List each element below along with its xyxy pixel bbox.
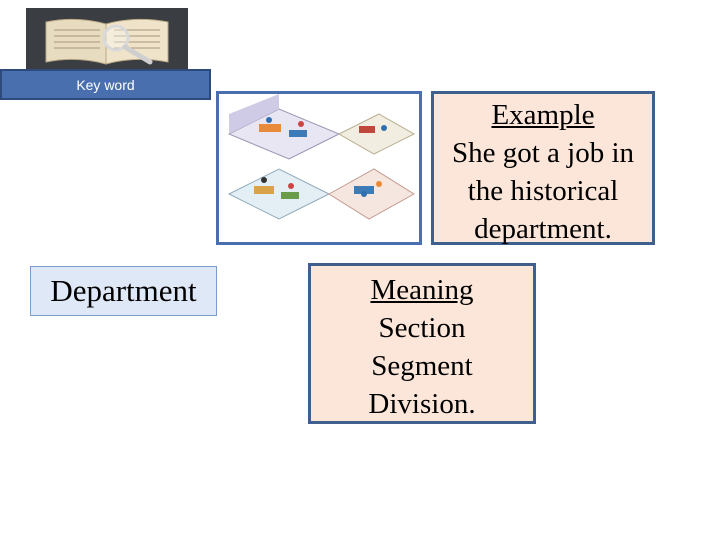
meaning-item: Segment (371, 350, 473, 382)
meaning-item: Section (378, 312, 466, 344)
keyword-label: Key word (76, 76, 135, 93)
open-book-magnifier-icon (26, 8, 188, 70)
key-word-text: Department (50, 273, 197, 308)
keyword-banner: Key word (0, 69, 211, 100)
example-heading: Example (491, 99, 595, 131)
example-sentence: She got a job in the historical departme… (451, 137, 635, 245)
meaning-box: Meaning Section Segment Division. (308, 263, 536, 424)
meaning-item: Division. (368, 388, 476, 420)
example-box: Example She got a job in the historical … (431, 91, 655, 245)
office-departments-illustration (216, 91, 422, 245)
meaning-heading: Meaning (370, 274, 474, 306)
key-word-box: Department (30, 266, 217, 316)
